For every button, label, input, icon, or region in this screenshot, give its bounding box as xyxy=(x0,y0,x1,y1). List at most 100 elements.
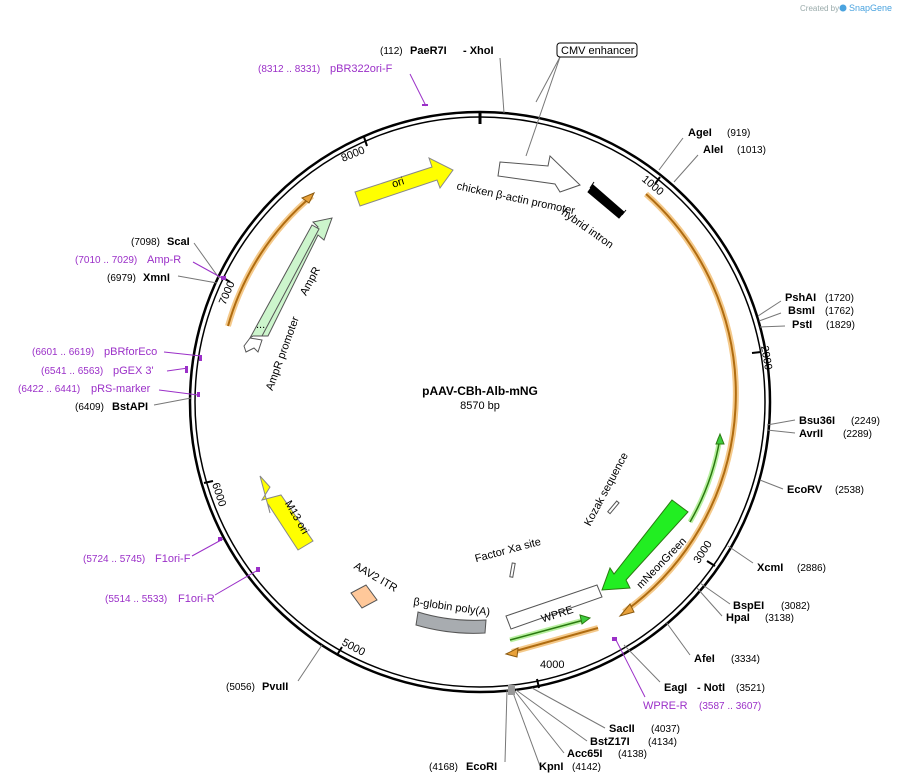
feature-mneongreen[interactable]: mNeonGreen xyxy=(601,499,689,591)
enzyme-eagi[interactable]: EagI - NotI (3521) xyxy=(664,682,765,694)
factor-xa-label: Factor Xa site xyxy=(474,536,543,565)
svg-text:(6409): (6409) xyxy=(75,402,104,413)
svg-text:(6601 .. 6619): (6601 .. 6619) xyxy=(32,347,94,358)
svg-text:(112): (112) xyxy=(380,46,403,57)
enzyme-bstapi[interactable]: (6409) BstAPI xyxy=(75,401,148,413)
enzyme-xcmi[interactable]: XcmI (2886) xyxy=(757,562,826,574)
svg-text:(6422 .. 6441): (6422 .. 6441) xyxy=(18,384,80,395)
svg-text:BstZ17I: BstZ17I xyxy=(590,736,630,748)
green-feature-arcs xyxy=(509,432,725,643)
enzyme-alei[interactable]: AleI (1013) xyxy=(703,144,766,156)
feature-hybrid-intron[interactable]: hybrid intron xyxy=(559,181,627,252)
feature-cba-promoter[interactable]: chicken β-actin promoter xyxy=(455,155,581,217)
svg-text:AvrII: AvrII xyxy=(799,428,823,440)
svg-text:(4142): (4142) xyxy=(572,762,601,773)
svg-text:(6979): (6979) xyxy=(107,273,136,284)
tick-5000: 5000 xyxy=(340,637,367,659)
svg-text:KpnI: KpnI xyxy=(539,761,563,773)
svg-text:(4138): (4138) xyxy=(618,749,647,760)
enzyme-afei[interactable]: AfeI (3334) xyxy=(694,653,760,665)
svg-text:pRS-marker: pRS-marker xyxy=(91,383,151,395)
feature-kozak[interactable]: Kozak sequence xyxy=(582,451,631,528)
primer-pgex-3[interactable]: (6541 .. 6563) pGEX 3' xyxy=(41,365,154,377)
feature-ori[interactable]: ori xyxy=(354,157,454,207)
svg-text:(7098): (7098) xyxy=(131,237,160,248)
svg-text:(1762): (1762) xyxy=(825,306,854,317)
hybrid-intron-label: hybrid intron xyxy=(559,207,615,252)
svg-text:PvuII: PvuII xyxy=(262,681,288,693)
enzyme-ecorv[interactable]: EcoRV (2538) xyxy=(787,484,864,496)
enzyme-bsu36i[interactable]: Bsu36I (2249) xyxy=(799,415,880,427)
cmv-enhancer-label: CMV enhancer xyxy=(561,45,635,57)
svg-text:EagI: EagI xyxy=(664,682,687,694)
feature-m13-ori[interactable]: M13 ori xyxy=(259,475,314,551)
enzyme-acc65i[interactable]: Acc65I (4138) xyxy=(567,748,647,760)
svg-text:(1013): (1013) xyxy=(737,145,766,156)
svg-text:(4168): (4168) xyxy=(429,762,458,773)
svg-text:F1ori-R: F1ori-R xyxy=(178,593,215,605)
enzyme-sacii[interactable]: SacII (4037) xyxy=(609,723,680,735)
svg-text:SacII: SacII xyxy=(609,723,635,735)
svg-text:PshAI: PshAI xyxy=(785,292,816,304)
primer-prs-marker[interactable]: (6422 .. 6441) pRS-marker xyxy=(18,383,151,395)
snapgene-logo-icon xyxy=(839,4,847,12)
svg-text:(6541 .. 6563): (6541 .. 6563) xyxy=(41,366,103,377)
feature-wpre[interactable]: WPRE xyxy=(505,584,603,630)
svg-text:PstI: PstI xyxy=(792,319,812,331)
svg-text:Acc65I: Acc65I xyxy=(567,748,602,760)
feature-cmv-enhancer[interactable]: CMV enhancer xyxy=(525,42,638,157)
enzyme-agei[interactable]: AgeI (919) xyxy=(688,127,750,139)
feature-globin-polya[interactable]: β-globin poly(A) xyxy=(413,596,491,634)
site-cluster-marker xyxy=(508,685,515,695)
enzyme-ecori[interactable]: (4168) EcoRI xyxy=(429,761,497,773)
primer-labels: (8312 .. 8331) pBR322ori-F (7010 .. 7029… xyxy=(18,63,761,712)
svg-text:EcoRI: EcoRI xyxy=(466,761,497,773)
enzyme-paer7i[interactable]: (112) PaeR7I - XhoI xyxy=(380,45,494,57)
svg-text:(3587 .. 3607): (3587 .. 3607) xyxy=(699,701,761,712)
primer-f1ori-r[interactable]: (5514 .. 5533) F1ori-R xyxy=(105,593,215,605)
enzyme-scai[interactable]: (7098) ScaI xyxy=(131,236,190,248)
svg-text:(5724 .. 5745): (5724 .. 5745) xyxy=(83,554,145,565)
svg-text:AgeI: AgeI xyxy=(688,127,712,139)
enzyme-xmni[interactable]: (6979) XmnI xyxy=(107,272,170,284)
primer-f1ori-f[interactable]: (5724 .. 5745) F1ori-F xyxy=(83,553,191,565)
svg-text:HpaI: HpaI xyxy=(726,612,750,624)
enzyme-bsmi[interactable]: BsmI (1762) xyxy=(788,305,854,317)
plasmid-name: pAAV-CBh-Alb-mNG xyxy=(422,384,538,398)
ampr-ellipsis-label: ... xyxy=(256,319,265,331)
enzyme-pshai[interactable]: PshAI (1720) xyxy=(785,292,854,304)
tick-6000: 6000 xyxy=(209,481,228,508)
primer-pbr322ori-f[interactable]: (8312 .. 8331) pBR322ori-F xyxy=(258,63,393,75)
tick-3000: 3000 xyxy=(691,539,714,566)
svg-text:(2886): (2886) xyxy=(797,563,826,574)
primer-wpre-r[interactable]: WPRE-R (3587 .. 3607) xyxy=(643,700,761,712)
svg-text:PaeR7I: PaeR7I xyxy=(410,45,447,57)
enzyme-avrii[interactable]: AvrII (2289) xyxy=(799,428,872,440)
svg-text:(1720): (1720) xyxy=(825,293,854,304)
svg-text:AleI: AleI xyxy=(703,144,723,156)
svg-text:(3082): (3082) xyxy=(781,601,810,612)
primer-amp-r[interactable]: (7010 .. 7029) Amp-R xyxy=(75,254,181,266)
svg-text:XmnI: XmnI xyxy=(143,272,170,284)
enzyme-pvuii[interactable]: (5056) PvuII xyxy=(226,681,288,693)
enzyme-bspei[interactable]: BspEI (3082) xyxy=(733,600,810,612)
enzyme-hpai[interactable]: HpaI (3138) xyxy=(726,612,794,624)
feature-aav2-itr[interactable]: AAV2 ITR xyxy=(350,560,399,609)
ori-label: ori xyxy=(390,175,405,190)
enzyme-kpni[interactable]: KpnI (4142) xyxy=(539,761,601,773)
svg-text:- XhoI: - XhoI xyxy=(463,45,494,57)
enzyme-psti[interactable]: PstI (1829) xyxy=(792,319,855,331)
svg-text:(919): (919) xyxy=(727,128,750,139)
svg-text:BstAPI: BstAPI xyxy=(112,401,148,413)
svg-text:pBR322ori-F: pBR322ori-F xyxy=(330,63,393,75)
ampr-label: AmpR xyxy=(298,265,323,298)
svg-text:- NotI: - NotI xyxy=(697,682,725,694)
svg-text:(7010 .. 7029): (7010 .. 7029) xyxy=(75,255,137,266)
feature-factor-xa[interactable]: Factor Xa site xyxy=(474,536,543,578)
credit-brand: SnapGene xyxy=(849,3,892,13)
feature-ampr[interactable]: AmpR ... xyxy=(249,217,333,339)
primer-pbrforeco[interactable]: (6601 .. 6619) pBRforEco xyxy=(32,346,157,358)
svg-text:AfeI: AfeI xyxy=(694,653,715,665)
enzyme-bstz17i[interactable]: BstZ17I (4134) xyxy=(590,736,677,748)
